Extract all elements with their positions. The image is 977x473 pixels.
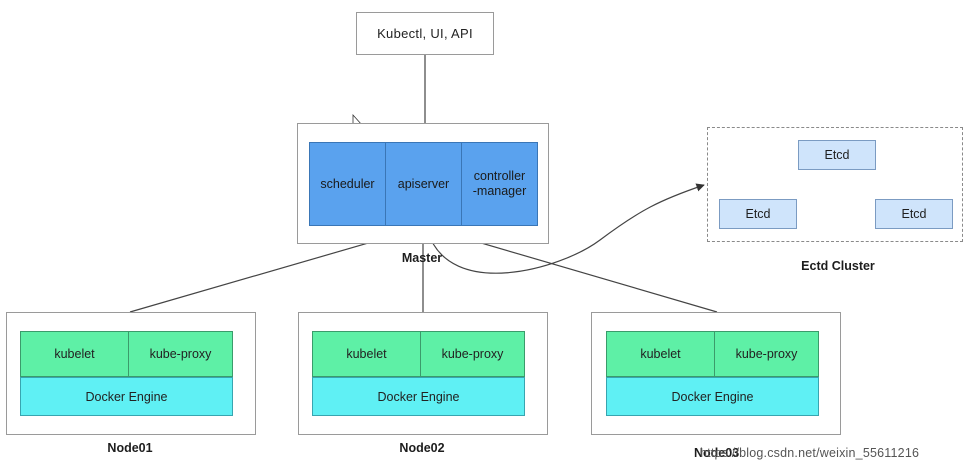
client-label: Kubectl, UI, API <box>377 26 473 41</box>
master-components: scheduler apiserver controller -manager <box>309 142 538 226</box>
kube-proxy-label: kube-proxy <box>735 347 798 361</box>
etcd-node-label: Etcd <box>901 207 927 221</box>
kube-proxy-component: kube-proxy <box>128 331 233 377</box>
docker-engine-label: Docker Engine <box>377 389 460 404</box>
docker-engine-component: Docker Engine <box>312 377 525 416</box>
kubelet-component: kubelet <box>606 331 715 377</box>
kube-proxy-component: kube-proxy <box>420 331 525 377</box>
controller-manager-component: controller -manager <box>461 142 538 226</box>
kubelet-component: kubelet <box>312 331 421 377</box>
node03-label: Node03 <box>694 446 740 460</box>
etcd-node-label: Etcd <box>824 148 850 162</box>
master-box: scheduler apiserver controller -manager <box>297 123 549 244</box>
etcd-node-right: Etcd <box>875 199 953 229</box>
scheduler-label: scheduler <box>320 176 375 191</box>
docker-engine-label: Docker Engine <box>85 389 168 404</box>
kube-proxy-label: kube-proxy <box>149 347 212 361</box>
scheduler-component: scheduler <box>309 142 386 226</box>
node02-label: Node02 <box>399 441 445 455</box>
client-box: Kubectl, UI, API <box>356 12 494 55</box>
etcd-node-top: Etcd <box>798 140 876 170</box>
kube-proxy-component: kube-proxy <box>714 331 819 377</box>
etcd-node-label: Etcd <box>745 207 771 221</box>
docker-engine-component: Docker Engine <box>606 377 819 416</box>
apiserver-component: apiserver <box>385 142 462 226</box>
watermark-text: https://blog.csdn.net/weixin_55611216 <box>700 446 920 460</box>
kubelet-label: kubelet <box>346 347 387 361</box>
node01-components: kubelet kube-proxy Docker Engine <box>20 331 233 416</box>
kubelet-component: kubelet <box>20 331 129 377</box>
node03-components: kubelet kube-proxy Docker Engine <box>606 331 819 416</box>
docker-engine-component: Docker Engine <box>20 377 233 416</box>
apiserver-to-etcd-arrow <box>427 183 705 274</box>
node03-box: kubelet kube-proxy Docker Engine <box>591 312 841 435</box>
apiserver-label: apiserver <box>397 176 450 191</box>
node02-components: kubelet kube-proxy Docker Engine <box>312 331 525 416</box>
docker-engine-label: Docker Engine <box>671 389 754 404</box>
kubelet-label: kubelet <box>640 347 681 361</box>
controller-manager-label: controller -manager <box>472 169 527 198</box>
master-label: Master <box>401 251 443 265</box>
node01-box: kubelet kube-proxy Docker Engine <box>6 312 256 435</box>
kubelet-label: kubelet <box>54 347 95 361</box>
node01-label: Node01 <box>107 441 153 455</box>
etcd-node-left: Etcd <box>719 199 797 229</box>
etcd-cluster-label: Ectd Cluster <box>801 259 875 273</box>
kube-proxy-label: kube-proxy <box>441 347 504 361</box>
node02-box: kubelet kube-proxy Docker Engine <box>298 312 548 435</box>
etcd-cluster-box: Etcd Etcd Etcd <box>707 127 963 242</box>
